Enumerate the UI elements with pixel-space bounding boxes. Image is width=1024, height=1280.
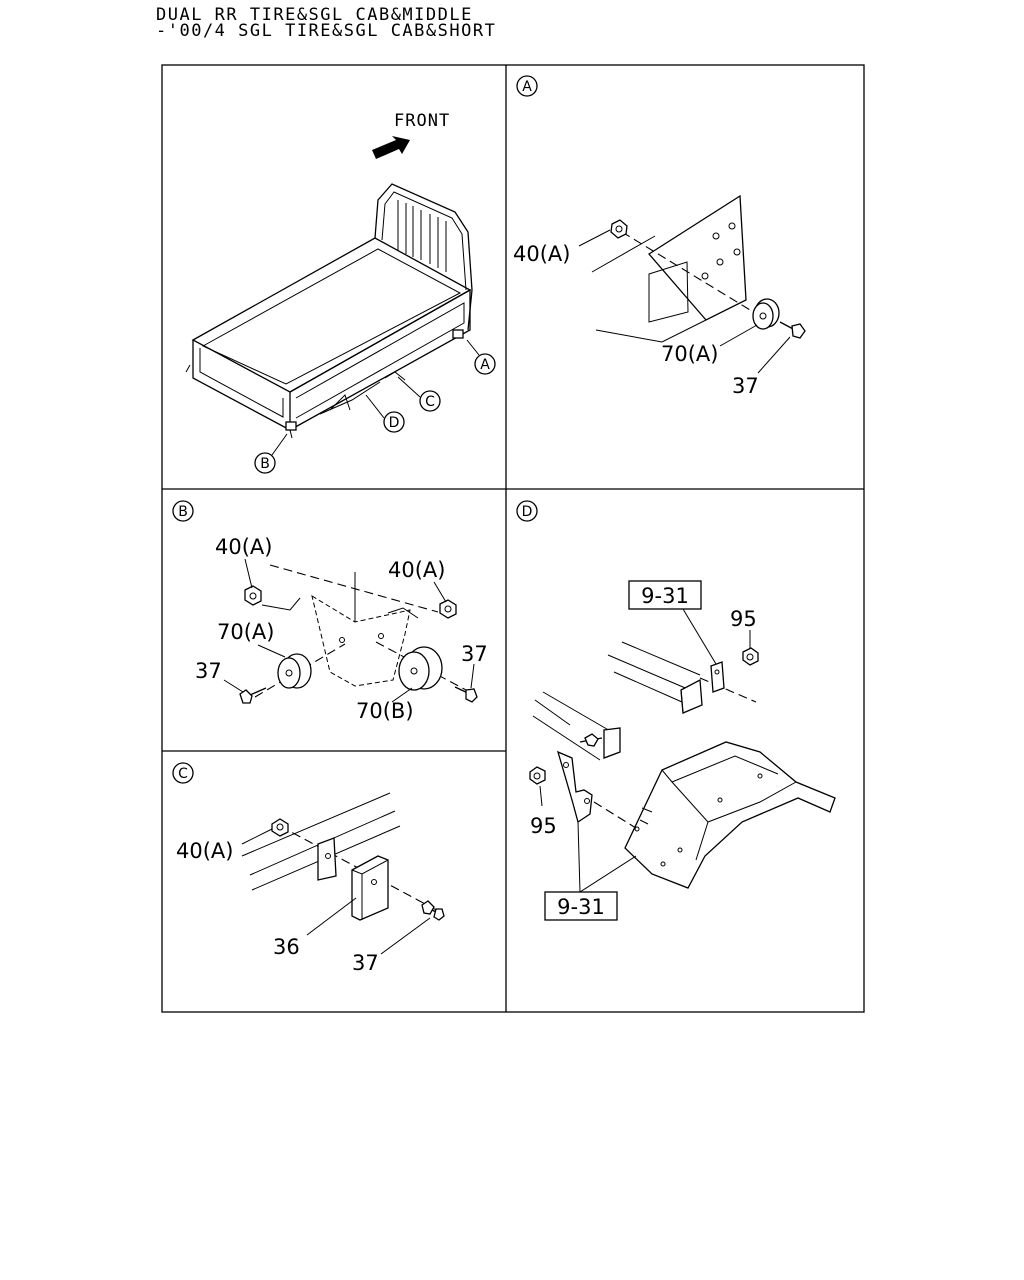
svg-text:D: D [522, 504, 533, 520]
nut-right-icon [439, 599, 457, 619]
svg-text:D: D [389, 415, 400, 431]
truck-bed-illustration [185, 183, 473, 439]
nut-upper-icon [742, 647, 759, 666]
label-37-right: 37 [461, 642, 488, 666]
ref-box-top[interactable]: 9-31 [628, 580, 702, 610]
label-70a: 70(A) [661, 342, 718, 366]
header-line-1: DUAL RR TIRE&SGL CAB&MIDDLE [156, 5, 473, 25]
fender-icon [624, 741, 836, 889]
ref-box-bottom[interactable]: 9-31 [544, 891, 618, 921]
callout-d: D [365, 394, 405, 433]
panel-b-tag: B [172, 500, 194, 522]
diagram-frame [161, 64, 865, 1013]
label-95-top: 95 [730, 607, 757, 631]
label-36: 36 [273, 935, 300, 959]
svg-text:A: A [480, 357, 490, 373]
overview-panel: FRONT A B [185, 111, 496, 474]
panel-c-tag: C [172, 762, 194, 784]
label-40a: 40(A) [176, 839, 233, 863]
label-37-left: 37 [195, 659, 222, 683]
callout-a: A [466, 339, 496, 375]
bolt-icon [791, 323, 806, 339]
detail-panel-d: D 9-31 [516, 500, 836, 921]
label-70a: 70(A) [217, 620, 274, 644]
label-95-left: 95 [530, 814, 557, 838]
label-40a-left: 40(A) [215, 535, 272, 559]
svg-text:B: B [178, 504, 188, 520]
svg-text:A: A [522, 79, 532, 95]
bolt-right-icon [465, 688, 478, 703]
nut-icon [271, 818, 289, 837]
label-70b: 70(B) [356, 699, 414, 723]
panel-a-tag: A [516, 75, 538, 97]
svg-text:C: C [425, 394, 435, 410]
label-37: 37 [732, 374, 759, 398]
svg-text:C: C [178, 766, 188, 782]
label-40a-right: 40(A) [388, 558, 445, 582]
pad-icon [351, 855, 389, 921]
label-37: 37 [352, 951, 379, 975]
bolt-left-icon [239, 689, 253, 704]
callout-c: C [397, 376, 441, 412]
callout-b: B [254, 433, 288, 474]
ref-9-31-top[interactable]: 9-31 [641, 584, 689, 608]
nut-lower-icon [529, 766, 546, 785]
nut-left-icon [244, 585, 262, 606]
detail-panel-b: B 40(A) 40(A) 70(A) [172, 500, 488, 723]
front-arrow-icon [372, 136, 410, 159]
detail-panel-a: A 40(A) 70(A) 37 [513, 75, 806, 398]
svg-text:B: B [260, 456, 270, 472]
panel-d-tag: D [516, 500, 538, 522]
label-40a: 40(A) [513, 242, 570, 266]
header-line-2: -'00/4 SGL TIRE&SGL CAB&SHORT [156, 21, 497, 41]
nut-icon [610, 219, 628, 239]
ref-9-31-bottom[interactable]: 9-31 [557, 895, 605, 919]
bolt-icon [421, 900, 435, 915]
detail-panel-c: C 40(A) 36 37 [172, 762, 445, 975]
front-label: FRONT [394, 111, 450, 131]
